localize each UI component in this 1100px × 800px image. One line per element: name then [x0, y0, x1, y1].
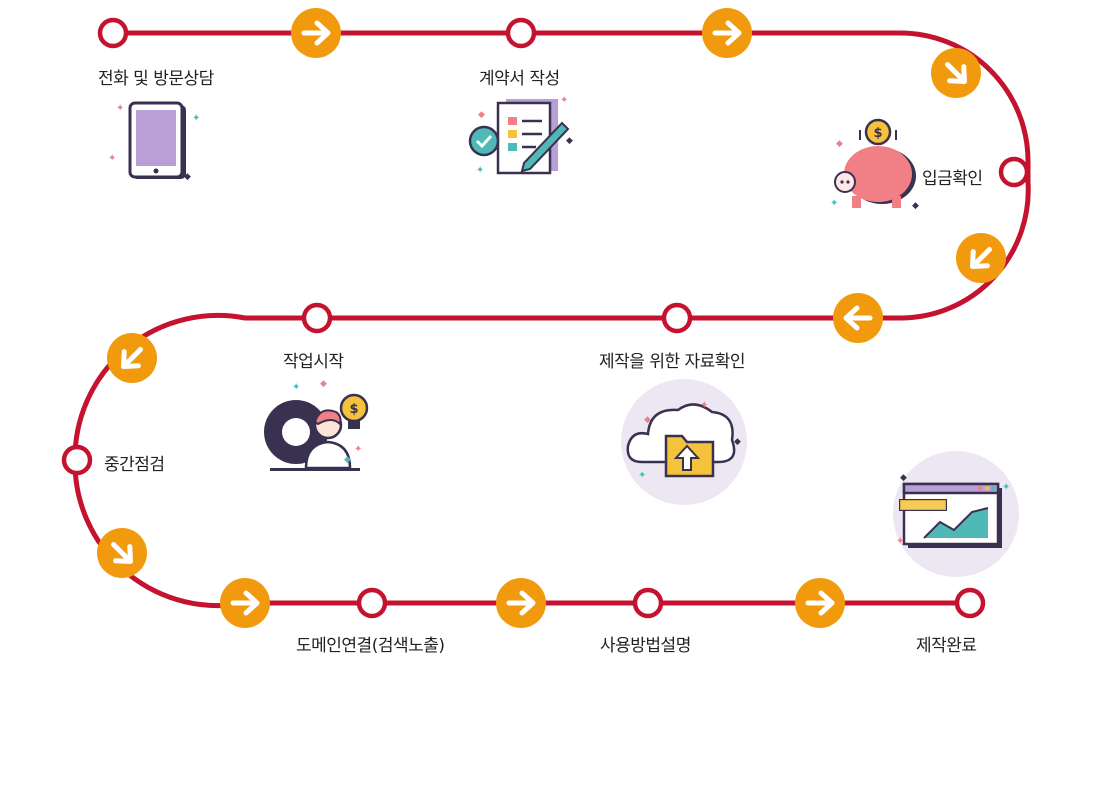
- svg-text:✦: ✦: [192, 113, 200, 124]
- step-node-consult: [97, 17, 129, 49]
- step-label-start: 작업시작: [283, 352, 344, 372]
- step-nodes: [61, 17, 1030, 619]
- svg-text:◆: ◆: [836, 139, 843, 149]
- tablet-icon: ✦ ✦ ✦ ◆: [108, 101, 200, 182]
- arrow-icon: [220, 578, 270, 628]
- piggy-bank-icon: $ ✦ ◆ ◆: [830, 118, 919, 211]
- arrow-glyph: [111, 542, 133, 564]
- step-node-done: [954, 587, 986, 619]
- svg-text:✦: ✦: [354, 444, 362, 455]
- step-label-consult: 전화 및 방문상담: [98, 69, 214, 89]
- svg-text:✦: ✦: [638, 470, 646, 481]
- svg-text:◆: ◆: [478, 110, 485, 120]
- svg-text:✦: ✦: [560, 95, 568, 106]
- svg-text:◆: ◆: [344, 455, 351, 465]
- svg-text:◆: ◆: [644, 415, 651, 425]
- svg-text:✦: ✦: [476, 165, 484, 176]
- arrow-icon: [931, 48, 981, 98]
- arrow-icon: [956, 233, 1006, 283]
- direction-arrows: [97, 8, 1006, 628]
- svg-text:✦: ✦: [108, 153, 116, 164]
- browser-chart-icon: ◆ ✦ ✦: [893, 451, 1019, 577]
- svg-text:◆: ◆: [320, 379, 327, 389]
- step-label-midcheck: 중간점검: [104, 455, 165, 475]
- step-node-midcheck: [61, 444, 93, 476]
- step-label-deposit: 입금확인: [922, 169, 983, 189]
- step-node-manual: [632, 587, 664, 619]
- arrow-glyph: [843, 305, 873, 331]
- step-node-domain: [356, 587, 388, 619]
- step-label-domain: 도메인연결(검색노출): [296, 636, 445, 656]
- svg-text:◆: ◆: [912, 201, 919, 211]
- step-label-materials: 제작을 위한 자료확인: [599, 352, 746, 372]
- bulb-coin-symbol: $: [349, 402, 358, 417]
- svg-text:◆: ◆: [566, 136, 573, 146]
- arrow-glyph: [301, 20, 331, 46]
- arrow-glyph: [121, 347, 143, 369]
- cloud-folder-upload-icon: ✦ ◆ ✦ ◆: [621, 379, 747, 505]
- step-label-done: 제작완료: [916, 636, 977, 656]
- step-label-contract: 계약서 작성: [479, 69, 560, 89]
- arrow-icon: [107, 333, 157, 383]
- arrow-glyph: [970, 247, 992, 269]
- svg-text:✦: ✦: [116, 103, 124, 114]
- svg-text:✦: ✦: [700, 400, 708, 411]
- svg-text:✦: ✦: [1002, 482, 1010, 493]
- svg-text:✦: ✦: [830, 198, 838, 209]
- arrow-icon: [291, 8, 341, 58]
- contract-pen-icon: ✦ ✦ ◆ ◆: [468, 95, 573, 176]
- svg-text:◆: ◆: [900, 473, 907, 483]
- arrow-glyph: [945, 62, 967, 84]
- svg-text:✦: ✦: [292, 382, 300, 393]
- step-node-deposit: [998, 156, 1030, 188]
- coin-symbol: $: [873, 126, 882, 141]
- arrow-glyph: [506, 590, 536, 616]
- arrow-icon: [833, 293, 883, 343]
- arrow-icon: [496, 578, 546, 628]
- arrow-glyph: [805, 590, 835, 616]
- step-label-manual: 사용방법설명: [600, 636, 691, 656]
- step-node-contract: [505, 17, 537, 49]
- step-node-materials: [661, 302, 693, 334]
- step-node-start: [301, 302, 333, 334]
- svg-text:✦: ✦: [896, 536, 904, 547]
- svg-text:◆: ◆: [734, 437, 741, 447]
- svg-text:◆: ◆: [184, 172, 191, 182]
- worker-idea-icon: $ ✦ ◆ ✦ ◆: [264, 379, 369, 471]
- arrow-icon: [97, 528, 147, 578]
- arrow-glyph: [230, 590, 260, 616]
- arrow-icon: [702, 8, 752, 58]
- arrow-glyph: [712, 20, 742, 46]
- arrow-icon: [795, 578, 845, 628]
